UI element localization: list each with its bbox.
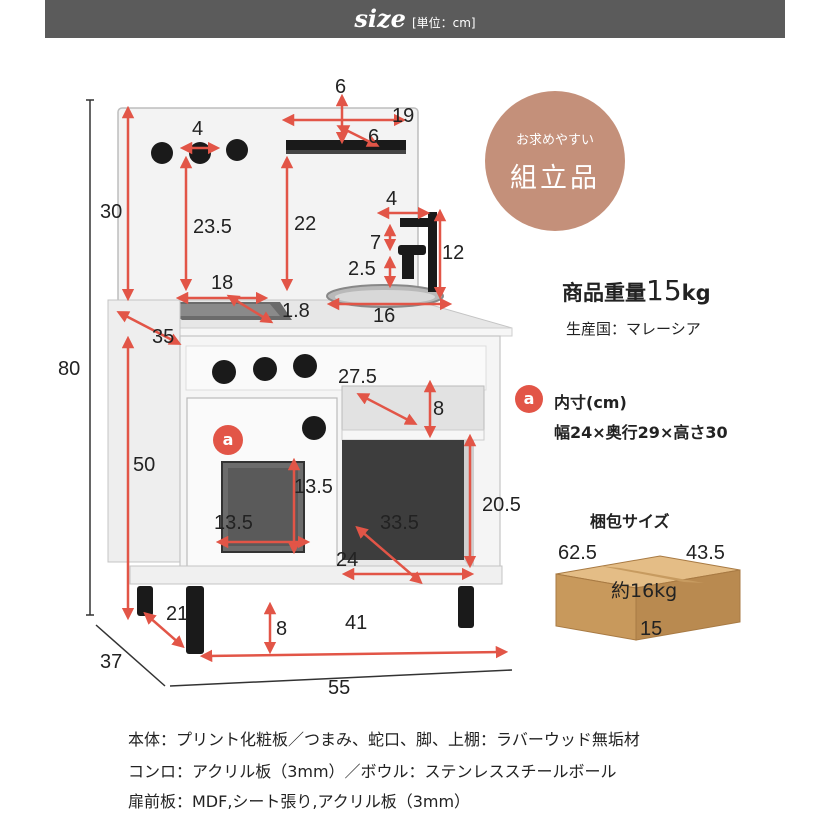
dim-shelf-inner-w: 27.5 xyxy=(338,366,377,388)
oven-door-knob xyxy=(302,416,326,440)
stove-knob-1 xyxy=(212,360,236,384)
dim-overall-depth: 37 xyxy=(100,651,123,673)
oven-window-glass xyxy=(228,468,298,546)
faucet-base xyxy=(402,255,414,279)
dim-overall-width: 55 xyxy=(328,677,351,699)
dim-sink-d: 16 xyxy=(373,305,396,327)
countertop-front xyxy=(179,327,513,337)
leg-front-left xyxy=(186,586,204,654)
dim-tap-reach: 4 xyxy=(386,188,398,210)
dim-shelf-inner-h: 8 xyxy=(433,398,445,420)
dim-knob-gap: 4 xyxy=(192,118,204,140)
material-line-1: 本体：プリント化粧板／つまみ、蛇口、脚、上棚：ラバーウッド無垢材 xyxy=(128,730,640,749)
header-title-text: size xyxy=(354,4,406,33)
dim-counter-d: 35 xyxy=(152,326,175,348)
product-weight-unit: kg xyxy=(681,281,711,305)
dim-stove-d: 1.8 xyxy=(282,300,310,322)
product-weight: 商品重量15kg xyxy=(562,274,711,307)
inner-size-marker: a xyxy=(515,385,543,413)
sink-bowl-inner xyxy=(335,290,435,304)
dim-tap-base: 2.5 xyxy=(348,258,376,280)
stove-knob-2 xyxy=(253,357,277,381)
package-width: 62.5 xyxy=(558,542,597,564)
dim-tap-height: 12 xyxy=(442,242,465,264)
inner-size-value: 幅24×奥行29×高さ30 xyxy=(554,423,728,442)
box-tape xyxy=(600,566,704,583)
dim-shelf-drop: 22 xyxy=(294,213,317,235)
open-shelf-board xyxy=(341,429,485,441)
dim-knob-drop: 23.5 xyxy=(193,216,232,238)
inner-size-title: 内寸(cm) xyxy=(554,393,627,412)
dim-door-win-w: 13.5 xyxy=(214,512,253,534)
dim-leg-span: 41 xyxy=(345,612,368,634)
door-marker-badge: a xyxy=(213,425,243,455)
material-line-2: コンロ：アクリル板（3mm）／ボウル：ステンレススチールボール xyxy=(128,762,617,781)
product-weight-label: 商品重量 xyxy=(562,281,646,305)
hook-knob-2 xyxy=(189,142,211,164)
hook-knob-1 xyxy=(151,142,173,164)
origin-country: 生産国：マレーシア xyxy=(566,320,701,338)
faucet-column xyxy=(428,212,437,292)
leg-back-right xyxy=(458,586,474,628)
dim-leg-inset: 21 xyxy=(166,603,189,625)
open-cabinet-interior xyxy=(342,440,464,564)
material-line-3: 扉前板：MDF,シート張り,アクリル板（3mm） xyxy=(128,792,471,811)
dim-tap-h: 7 xyxy=(370,232,382,254)
dim-backboard-h: 30 xyxy=(100,201,123,223)
dim-shelf-depth: 6 xyxy=(368,126,380,148)
open-shelf-top xyxy=(341,385,485,437)
dim-cab-depth: 33.5 xyxy=(380,512,419,534)
package-weight: 約16kg xyxy=(611,580,678,602)
leg-back-left xyxy=(137,586,153,616)
stove-knob-3 xyxy=(293,354,317,378)
dim-shelf-width: 19 xyxy=(392,105,415,127)
package-title: 梱包サイズ xyxy=(590,512,670,531)
dimension-arrows xyxy=(116,93,509,663)
box-right xyxy=(635,569,741,641)
product-weight-value: 15 xyxy=(646,274,682,307)
assembly-badge xyxy=(485,91,625,231)
dim-cabinet-h: 50 xyxy=(133,454,156,476)
dim-stove-w: 18 xyxy=(211,272,234,294)
package-depth: 43.5 xyxy=(686,542,725,564)
outer-dimension-lines xyxy=(86,99,513,687)
size-header-title: size [単位：cm] xyxy=(45,0,785,38)
dim-cab-inner-w: 24 xyxy=(336,549,359,571)
header-unit: [単位：cm] xyxy=(411,16,476,30)
assembly-badge-main: 組立品 xyxy=(510,163,600,194)
dim-shelf-top: 6 xyxy=(335,76,347,98)
dim-cab-inner-h: 20.5 xyxy=(482,494,521,516)
dim-leg-h: 8 xyxy=(276,618,288,640)
dim-door-win-h: 13.5 xyxy=(294,476,333,498)
dim-overall-height: 80 xyxy=(58,358,81,380)
faucet-handle xyxy=(398,245,426,255)
faucet-spout xyxy=(400,218,430,227)
assembly-badge-top: お求めやすい xyxy=(515,133,594,148)
package-height: 15 xyxy=(640,618,663,640)
stove-inner xyxy=(165,304,280,316)
upper-shelf-edge xyxy=(286,150,406,154)
size-header-bar: size [単位：cm] xyxy=(45,0,785,38)
hook-knob-3 xyxy=(226,139,248,161)
